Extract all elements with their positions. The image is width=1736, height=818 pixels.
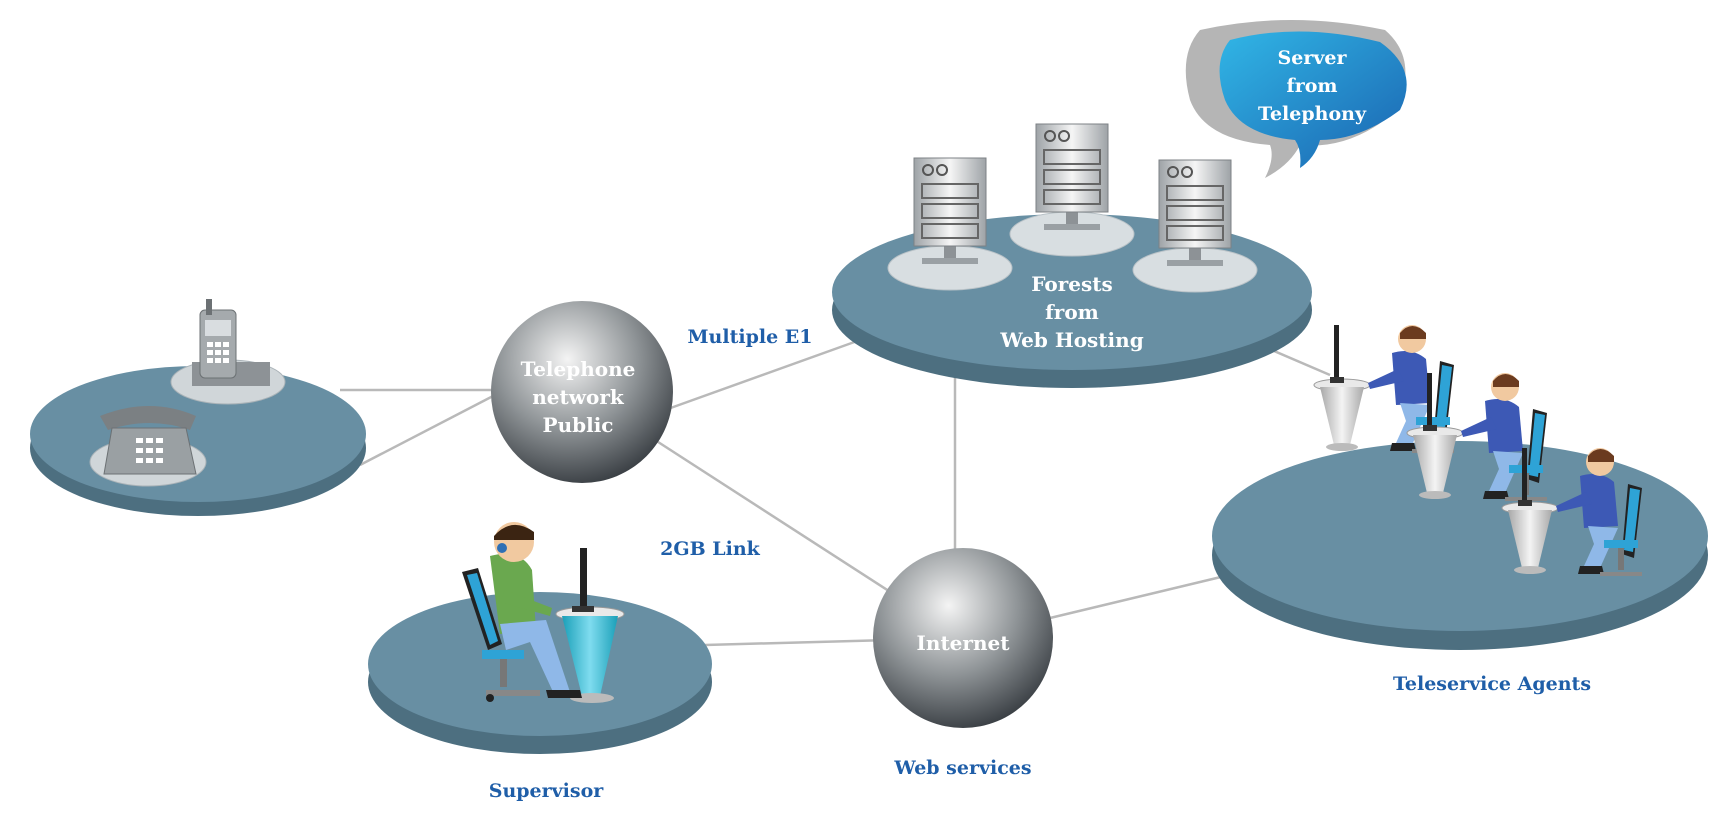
agents-label: Teleservice Agents	[1393, 673, 1591, 695]
servers-platform-label-2: from	[1045, 300, 1099, 324]
desk-phone-icon	[89, 406, 207, 487]
bubble-label-3: Telephony	[1258, 103, 1367, 125]
web-services-label: Web services	[893, 757, 1031, 779]
phone-platform	[30, 299, 366, 516]
telephony-server-bubble: Server from Telephony	[1185, 20, 1407, 178]
pstn-label-3: Public	[543, 413, 614, 437]
supervisor-label: Supervisor	[489, 780, 605, 802]
servers-platform-label-3: Web Hosting	[999, 328, 1143, 352]
bubble-label-2: from	[1287, 75, 1338, 97]
connector-lines	[340, 338, 1331, 647]
gb-link-label: 2GB Link	[660, 538, 761, 560]
internet-sphere: Internet	[873, 548, 1053, 728]
server-platform: Forests from Web Hosting	[832, 123, 1312, 388]
cordless-phone-icon	[170, 299, 286, 405]
server-icon-2	[1009, 123, 1135, 257]
pstn-label-2: network	[532, 385, 625, 409]
pstn-label-1: Telephone	[521, 357, 636, 381]
bubble-label-1: Server	[1278, 47, 1348, 69]
pstn-sphere: Telephone network Public	[491, 301, 673, 483]
internet-label: Internet	[917, 631, 1011, 655]
agents-platform	[1212, 324, 1708, 650]
servers-platform-label-1: Forests	[1031, 272, 1112, 296]
multiple-e1-label: Multiple E1	[688, 326, 813, 348]
supervisor-figure	[462, 522, 625, 703]
supervisor-platform	[368, 522, 712, 754]
